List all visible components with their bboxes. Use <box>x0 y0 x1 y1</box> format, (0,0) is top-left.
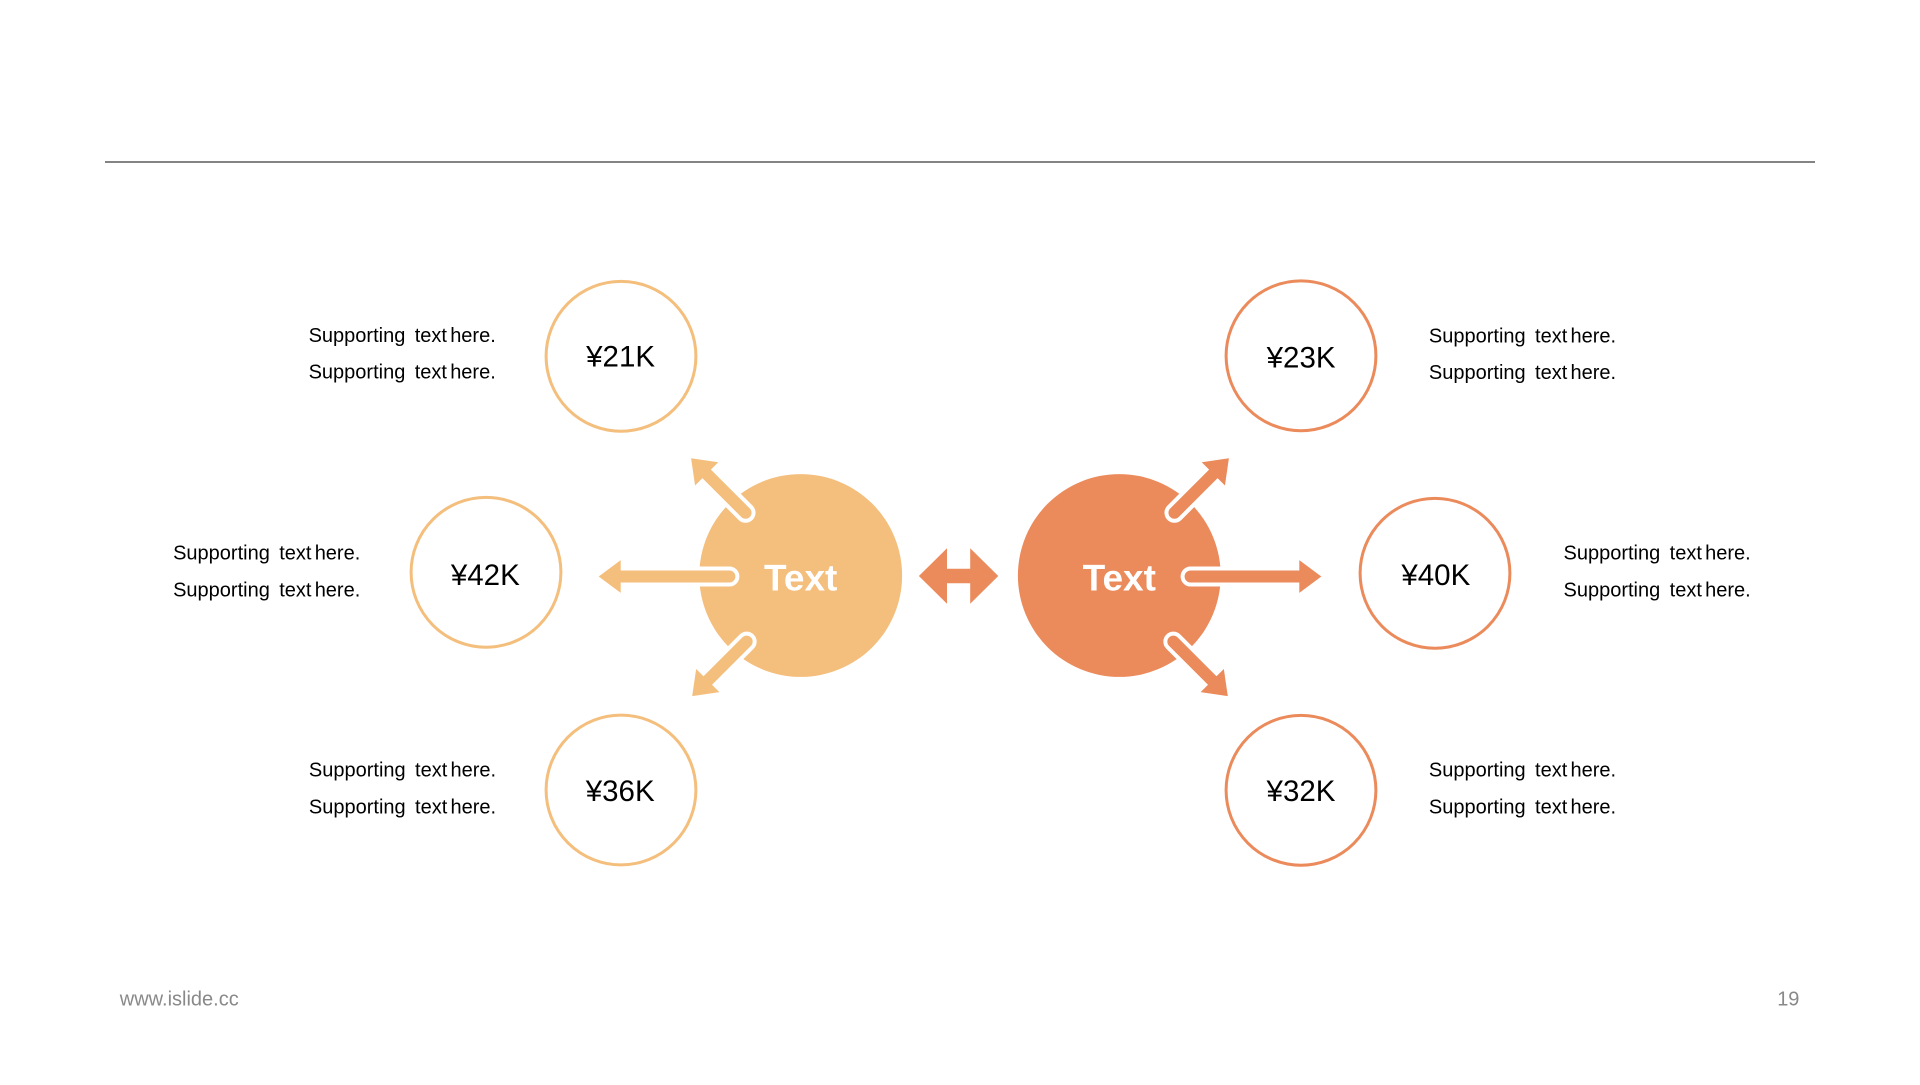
svg-text:Text: Text <box>1083 557 1156 598</box>
svg-text:¥42K: ¥42K <box>450 559 520 592</box>
svg-text:Text: Text <box>764 557 837 598</box>
svg-text:¥40K: ¥40K <box>1400 559 1470 592</box>
svg-text:¥32K: ¥32K <box>1266 775 1336 808</box>
svg-text:¥23K: ¥23K <box>1266 342 1336 375</box>
svg-text:¥36K: ¥36K <box>585 775 655 808</box>
svg-text:19: 19 <box>1777 989 1799 1011</box>
svg-text:¥21K: ¥21K <box>585 341 655 374</box>
svg-text:www.islide.cc: www.islide.cc <box>119 989 239 1011</box>
